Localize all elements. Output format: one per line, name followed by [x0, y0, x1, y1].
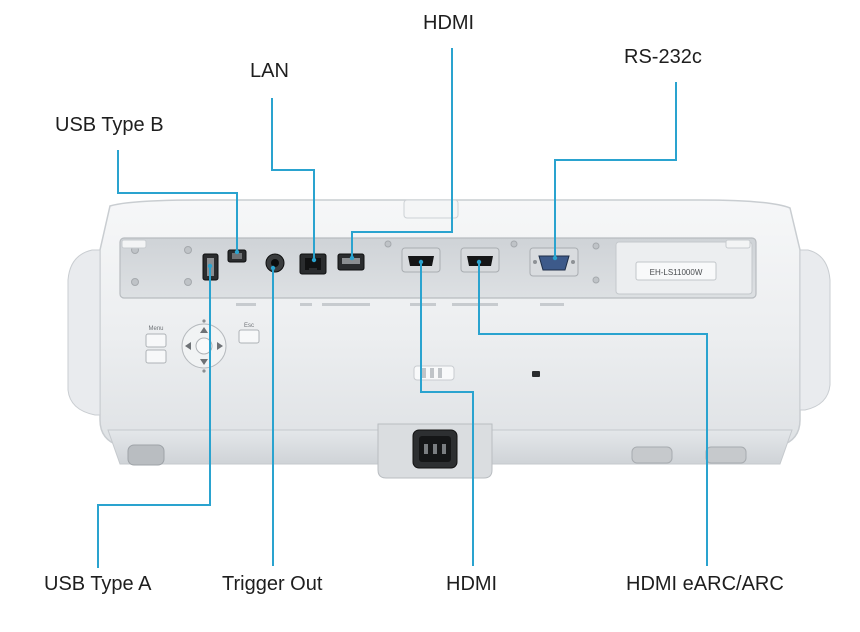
lan-port: [299, 253, 327, 275]
callout-lan: LAN: [250, 60, 289, 82]
callout-hdmi-earc: HDMI eARC/ARC: [626, 573, 784, 595]
enter-button[interactable]: [195, 337, 213, 355]
security-slot: [532, 371, 540, 377]
leader-line-hdmi-top: [351, 48, 453, 258]
callout-trigger-out: Trigger Out: [222, 573, 323, 595]
left-arrow-icon: [185, 342, 191, 350]
right-arrow-icon: [217, 342, 223, 350]
menu-button-label: Menu: [148, 326, 163, 332]
leader-line-endpoints: [207, 249, 558, 271]
callout-hdmi-top: HDMI: [423, 12, 475, 34]
leader-line-hdmi-bottom: [420, 262, 474, 566]
leader-line-usb-type-a: [97, 266, 211, 568]
callout-usb-type-b: USB Type B: [55, 114, 164, 136]
body-details: [413, 365, 540, 381]
callout-rs232c: RS-232c: [624, 46, 702, 68]
esc-button-label: Esc: [244, 323, 254, 329]
esc-button[interactable]: [238, 329, 260, 344]
home-button[interactable]: [145, 349, 167, 364]
hdmi-2-port: [460, 247, 500, 273]
leader-line-hdmi-earc: [478, 262, 708, 566]
down-arrow-icon: [200, 359, 208, 365]
leader-line-usb-type-b: [117, 150, 238, 252]
leader-lines: [97, 48, 708, 568]
menu-button[interactable]: [145, 333, 167, 348]
optical-hdmi-port: [337, 253, 365, 271]
projector-feet: [127, 444, 747, 466]
model-badge-label: EH-LS11000W: [650, 268, 703, 277]
trigger-out-port: [265, 253, 285, 273]
power-inlet: [377, 423, 493, 479]
leader-line-rs232c: [554, 82, 677, 258]
rs232c-port: [529, 247, 579, 277]
leader-line-lan: [271, 98, 315, 260]
up-arrow-icon: [200, 327, 208, 333]
callout-hdmi-bottom: HDMI: [446, 573, 498, 595]
model-badge: [635, 261, 717, 281]
callout-usb-type-a: USB Type A: [44, 573, 152, 595]
control-buttons: [145, 319, 260, 373]
